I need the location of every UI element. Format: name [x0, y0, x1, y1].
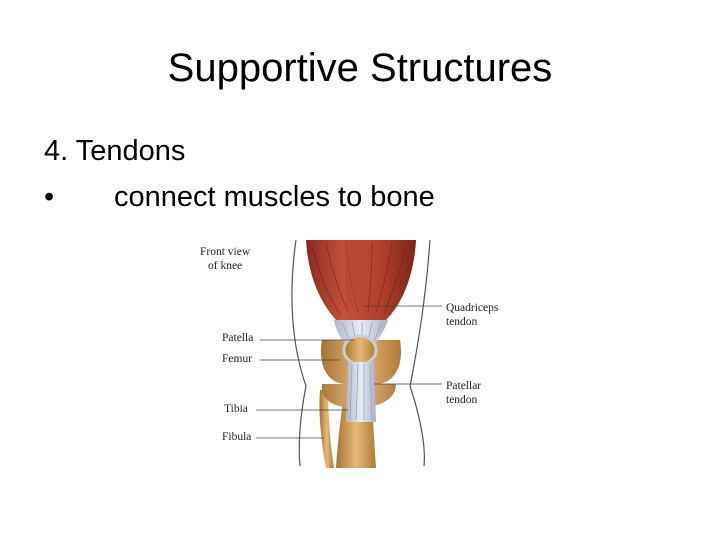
- label-quadriceps-2: tendon: [446, 316, 477, 328]
- bullet-symbol: •: [44, 178, 114, 216]
- section-heading: 4. Tendons: [44, 132, 185, 170]
- knee-anatomy-figure: Front view of knee Patella Femur Tibia F…: [196, 236, 526, 468]
- label-patellar-2: tendon: [446, 394, 477, 406]
- label-tibia: Tibia: [224, 403, 248, 415]
- label-fibula: Fibula: [222, 431, 251, 443]
- caption-line-2: of knee: [208, 260, 242, 272]
- skin-outline-left: [292, 240, 306, 466]
- bullet-text: connect muscles to bone: [114, 181, 435, 213]
- label-femur: Femur: [222, 353, 252, 365]
- label-patella: Patella: [222, 332, 253, 344]
- skin-outline-right: [410, 240, 430, 466]
- caption-line-1: Front view: [200, 246, 250, 258]
- slide-title: Supportive Structures: [0, 42, 720, 94]
- bullet-item: •connect muscles to bone: [44, 178, 435, 216]
- label-quadriceps-1: Quadriceps: [446, 302, 498, 314]
- label-patellar-1: Patellar: [446, 380, 481, 392]
